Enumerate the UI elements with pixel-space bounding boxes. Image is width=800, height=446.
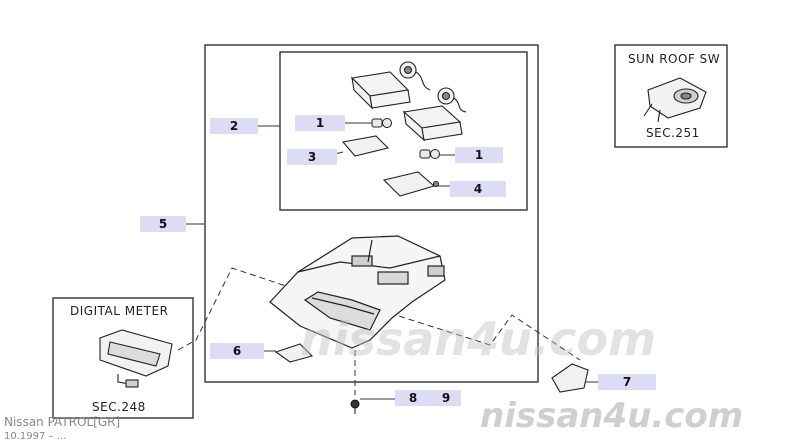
map-lamp-housing-icon [350, 61, 467, 142]
dome-lamp-lens-icon [551, 363, 589, 393]
sunroof-switch-frame [614, 44, 728, 148]
bulb-icon [371, 118, 440, 159]
footer-model: Nissan PATROL[GR] [4, 415, 121, 429]
callout-4-lens-cover: 4 [450, 181, 506, 197]
assembly-frame [204, 44, 539, 383]
callout-6-bracket: 6 [210, 343, 264, 359]
watermark-corner: nissan4u.com [480, 396, 744, 436]
callout-1-bulb-lower: 1 [455, 147, 503, 163]
sunroof-switch-title: SUN ROOF SW [628, 52, 721, 66]
digital-meter-title: DIGITAL METER [70, 304, 169, 318]
overhead-console-icon [269, 235, 446, 349]
lamp-group-frame [279, 51, 528, 211]
callout-8-screw: 8 [395, 390, 431, 406]
digital-meter-icon [99, 329, 173, 388]
bracket-icon [274, 343, 314, 363]
callout-3-lens: 3 [287, 149, 337, 165]
callout-2-map-lamp: 2 [210, 118, 258, 134]
screw-icon [350, 399, 360, 414]
callout-9-screw: 9 [431, 390, 461, 406]
digital-meter-frame [52, 297, 194, 419]
callout-1-bulb: 1 [295, 115, 345, 131]
sunroof-switch-section: SEC.251 [646, 126, 700, 140]
lens-icon [341, 135, 390, 157]
callout-5-console: 5 [140, 216, 186, 232]
digital-meter-section: SEC.248 [92, 400, 146, 414]
lens-cover-icon [382, 171, 440, 197]
callout-7-dome-lens: 7 [598, 374, 656, 390]
footer-date: 10.1997 – ... [4, 431, 67, 442]
sunroof-switch-icon [643, 77, 707, 123]
watermark-center: nissan4u.com [300, 312, 657, 366]
